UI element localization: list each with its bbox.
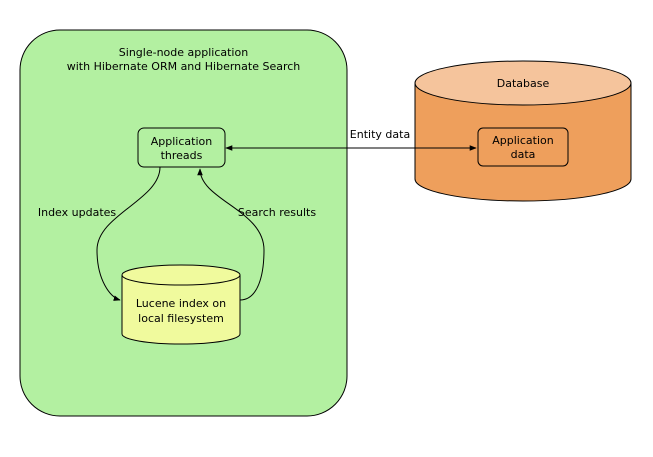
application-container-title-line1: Single-node application [119,46,248,59]
application-container: Single-node application with Hibernate O… [19,29,348,417]
application-data-node: Application data [477,127,569,167]
lucene-index-label-line1: Lucene index on [136,297,226,310]
lucene-index-cylinder-top [121,264,241,286]
application-threads-box [137,127,226,168]
search-results-connector [197,168,265,301]
entity-data-label: Entity data [350,128,410,141]
lucene-index-cylinder-body [121,275,241,345]
index-updates-label: Index updates [38,206,117,219]
database-cylinder-top [414,60,632,106]
search-results-edge: Search results [197,168,316,301]
lucene-index-node: Lucene index on local filesystem [121,264,241,345]
database-title: Database [497,77,550,90]
application-threads-label-line1: Application [151,135,212,148]
application-threads-node: Application threads [137,127,226,168]
application-data-label-line1: Application [492,134,553,147]
index-updates-connector [96,166,161,301]
application-data-box [477,127,569,167]
lucene-index-label-line2: local filesystem [138,312,224,325]
application-container-box [19,29,348,417]
index-updates-edge: Index updates [38,166,161,301]
application-container-title-line2: with Hibernate ORM and Hibernate Search [67,60,301,73]
search-results-label: Search results [238,206,316,219]
entity-data-edge: Entity data [225,128,477,151]
application-data-label-line2: data [511,148,536,161]
application-threads-label-line2: threads [161,149,203,162]
